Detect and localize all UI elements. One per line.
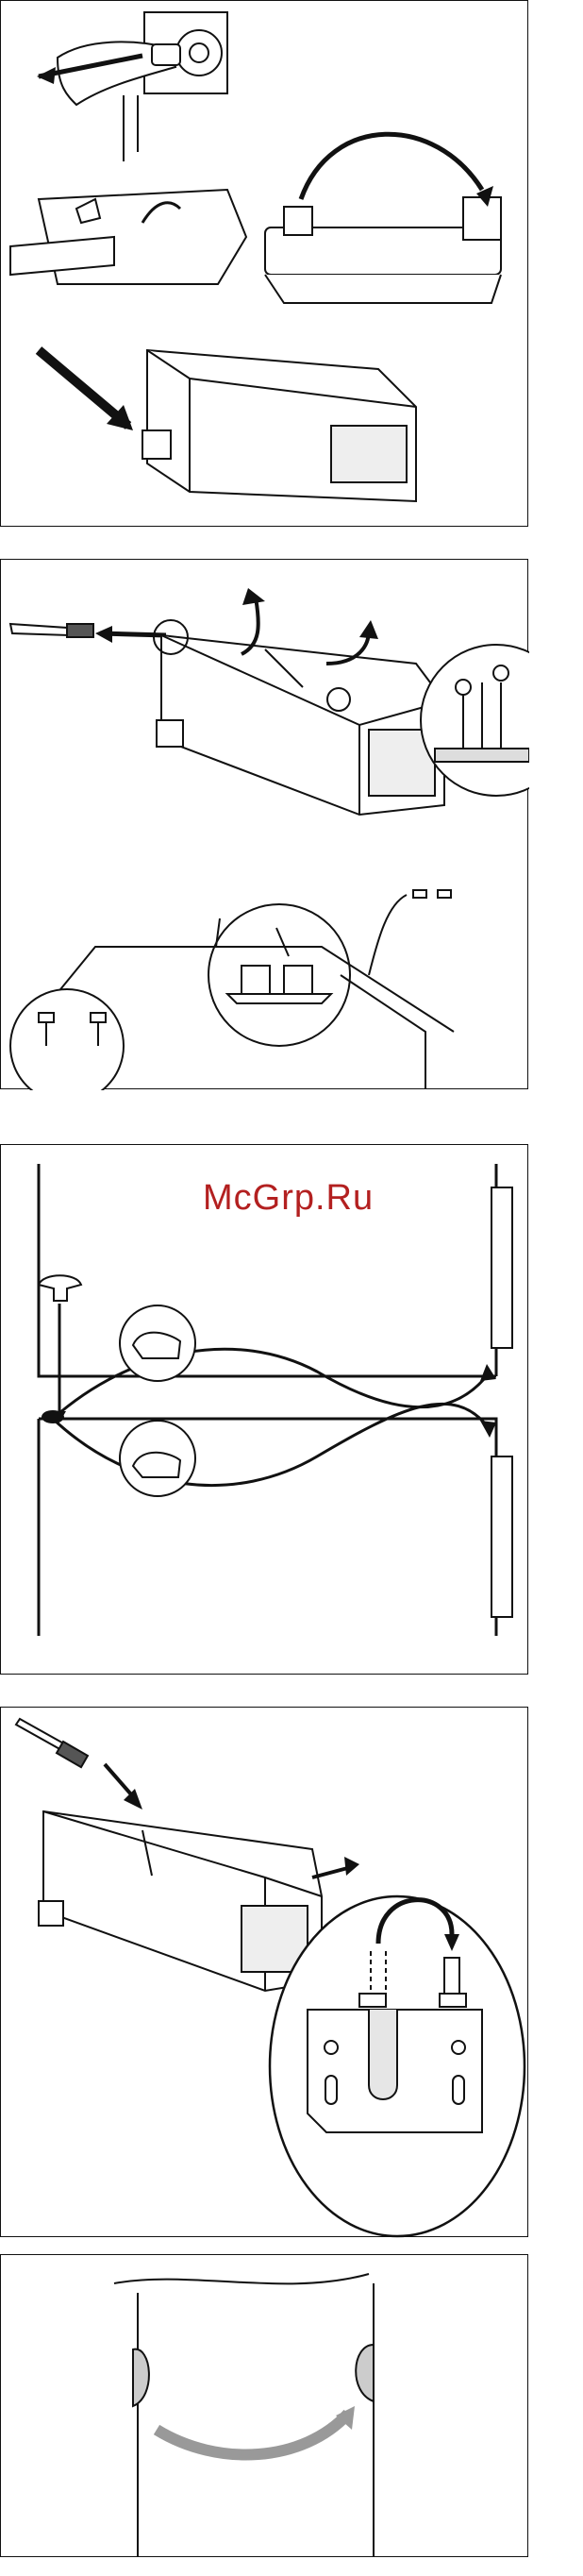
tilt-arrow [39,350,128,426]
hinge-circle-top [120,1305,195,1381]
lower-hinge-detail [208,904,350,1046]
cabinet-top-view [157,635,444,815]
watermark-text: McGrp.Ru [203,1178,374,1219]
illustration-panel-3: McGrp.Ru [0,1144,528,1675]
cabinet-refit [39,1811,322,1991]
cross-arrow-2 [53,1404,489,1485]
loose-feet [413,890,451,898]
top-panel-right [265,197,501,303]
handle-right [356,2345,374,2401]
left-cabinet-lower [39,1419,496,1636]
illustration-panel-1 [0,0,528,527]
feet-detail [10,989,124,1090]
handle-left [133,2349,149,2406]
hinge-plate [308,1994,482,2132]
unplug-and-tilt-illustration [1,1,529,528]
screwdriver-top [16,1719,88,1767]
remove-door-illustration [1,560,529,1090]
illustration-panel-5 [0,2254,528,2557]
move-arc-arrow [301,134,482,199]
cabinet-tilted [142,350,416,501]
move-handle-arrow [157,2414,348,2454]
foot-icon [39,1275,81,1301]
right-door-bottom [491,1456,512,1617]
illustration-panel-4 [0,1707,528,2237]
reversal-schematic [1,1145,529,1675]
cross-arrow-1 [53,1349,489,1419]
refit-hinge-illustration [1,1708,529,2238]
hinge-circle-bottom [120,1421,195,1496]
door-front [114,2274,374,2557]
screwdriver [10,624,93,637]
hinge-cover-left [10,190,246,284]
handle-swap-illustration [1,2255,529,2558]
right-door-top [491,1187,512,1348]
illustration-panel-2 [0,559,528,1089]
